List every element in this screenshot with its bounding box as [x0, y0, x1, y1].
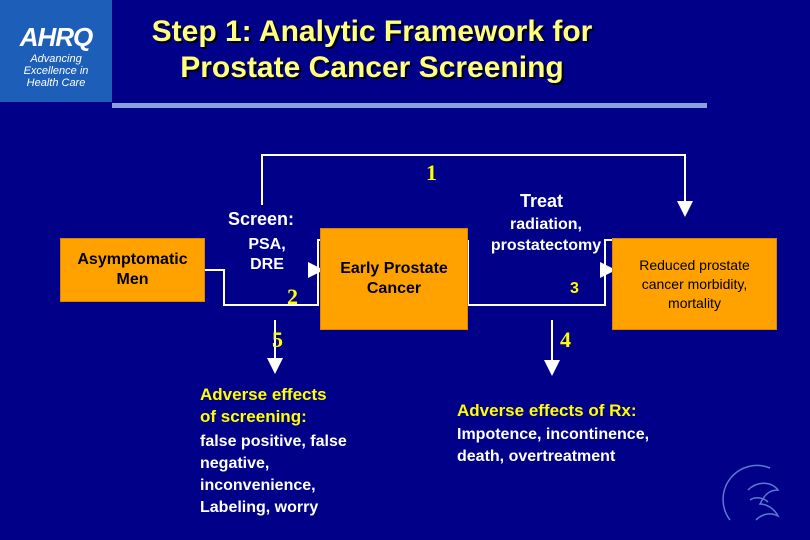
link-number-3: 3 — [570, 280, 579, 297]
screen-heading: Screen: — [228, 209, 295, 229]
slide-title-line-2: Prostate Cancer Screening — [180, 51, 564, 84]
adverse-screening-heading: Adverse effects of screening: — [200, 384, 420, 428]
hhs-seal-icon — [722, 464, 780, 521]
logo-tagline-1: Advancing — [30, 53, 82, 65]
logo-tagline-2: Excellence in — [23, 65, 89, 77]
node-reduced-morbidity-mortality: Reduced prostate cancer morbidity, morta… — [612, 238, 777, 330]
link-treat — [467, 239, 612, 306]
link-number-1: 1 — [426, 160, 437, 185]
adverse-screening-heading-line-1: Adverse effects — [200, 385, 327, 404]
title-divider — [112, 103, 707, 108]
ahrq-logo: AHRQ Advancing Excellence in Health Care — [0, 0, 112, 102]
adverse-rx-detail: Impotence, incontinence, death, overtrea… — [457, 424, 717, 468]
node-outcome-line-3: mortality — [668, 294, 721, 311]
node-early-cancer-line-1: Early Prostate — [340, 260, 448, 277]
screen-detail-line-1: PSA, — [248, 236, 286, 253]
node-asymptomatic-line-1: Asymptomatic — [77, 251, 188, 268]
adverse-screening-detail: false positive, false negative, inconven… — [200, 431, 420, 519]
adverse-screening-detail-line-3: inconvenience, — [200, 477, 316, 494]
adverse-rx-heading: Adverse effects of Rx: — [457, 401, 637, 420]
link-number-4: 4 — [560, 327, 571, 352]
screen-detail-line-2: DRE — [250, 256, 284, 273]
adverse-screening-heading-line-2: of screening: — [200, 407, 307, 426]
adverse-screening-detail-line-4: Labeling, worry — [200, 499, 319, 516]
node-outcome-line-1: Reduced prostate — [639, 256, 750, 273]
slide-title-line-1: Step 1: Analytic Framework for — [151, 15, 593, 48]
logo-tagline-3: Health Care — [26, 77, 86, 89]
node-early-prostate-cancer: Early Prostate Cancer — [320, 228, 468, 330]
node-outcome-line-2: cancer morbidity, — [641, 275, 748, 292]
adverse-screening-detail-line-1: false positive, false — [200, 433, 347, 450]
screen-detail: PSA, DRE — [242, 235, 292, 275]
treat-heading: Treat — [520, 191, 564, 211]
node-early-cancer-line-2: Cancer — [366, 280, 422, 297]
adverse-rx-detail-line-1: Impotence, incontinence, — [457, 426, 650, 443]
adverse-screening-detail-line-2: negative, — [200, 455, 270, 472]
link-screen — [205, 239, 320, 306]
link-number-2: 2 — [287, 284, 298, 309]
node-asymptomatic-line-2: Men — [116, 271, 149, 288]
link-1-overarching — [261, 154, 693, 217]
treat-detail-line-2: prostatectomy — [490, 237, 602, 254]
ahrq-logo-mark: AHRQ — [19, 22, 94, 52]
link-number-5: 5 — [272, 327, 283, 352]
treat-detail-line-1: radiation, — [509, 216, 582, 233]
treat-detail: radiation, prostatectomy — [478, 214, 614, 256]
slide-title: Step 1: Analytic Framework for Prostate … — [122, 14, 622, 86]
adverse-rx-detail-line-2: death, overtreatment — [457, 448, 616, 465]
node-asymptomatic-men: Asymptomatic Men — [60, 238, 205, 302]
